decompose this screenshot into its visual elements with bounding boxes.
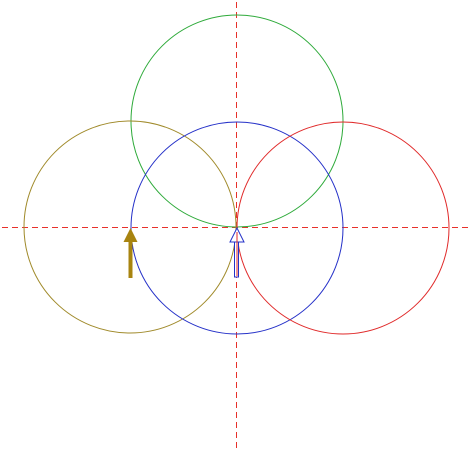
center-arrow-icon	[229, 226, 245, 278]
circle-olive	[23, 120, 237, 334]
olive-arrow-icon	[123, 228, 138, 278]
circle-blue	[130, 121, 344, 335]
